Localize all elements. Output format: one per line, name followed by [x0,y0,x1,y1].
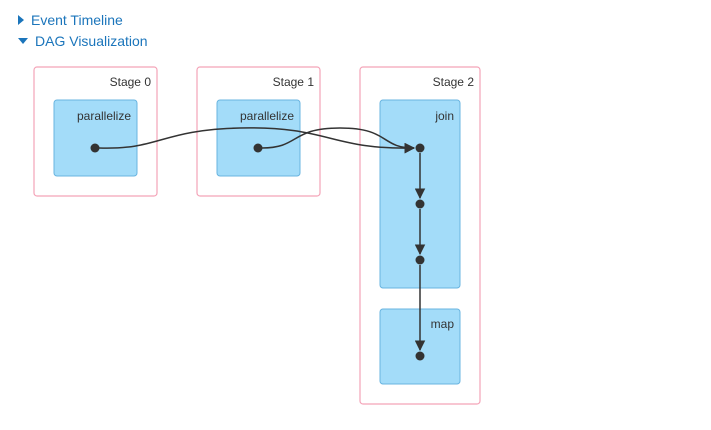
dag-visualization-label: DAG Visualization [35,33,148,49]
rdd-node[interactable] [253,143,263,153]
rdd-node[interactable] [90,143,100,153]
caret-down-icon [18,38,28,44]
stage-1-label: Stage 1 [273,75,315,89]
stage-0-rdd-label: parallelize [77,109,131,123]
stage-0-label: Stage 0 [110,75,152,89]
caret-right-icon [18,15,24,25]
stage-2-label: Stage 2 [433,75,475,89]
rdd-node[interactable] [415,199,425,209]
rdd-node[interactable] [415,143,425,153]
stage-2-map-label: map [431,317,455,331]
rdd-node[interactable] [415,351,425,361]
stage-0-rdd-parallelize[interactable] [53,99,138,177]
stage-2-join-label: join [434,109,454,123]
rdd-node[interactable] [415,255,425,265]
stage-1-cluster[interactable]: Stage 1 parallelize [196,66,321,197]
stage-0-cluster[interactable]: Stage 0 parallelize [33,66,158,197]
edge-stage0-to-join [98,127,416,154]
edge-stage1-to-join [261,127,416,154]
stage-1-rdd-parallelize[interactable] [216,99,301,177]
stage-1-rdd-label: parallelize [240,109,294,123]
event-timeline-label: Event Timeline [31,12,123,28]
dag-visualization-toggle[interactable]: DAG Visualization [18,33,148,49]
event-timeline-toggle[interactable]: Event Timeline [18,12,123,28]
